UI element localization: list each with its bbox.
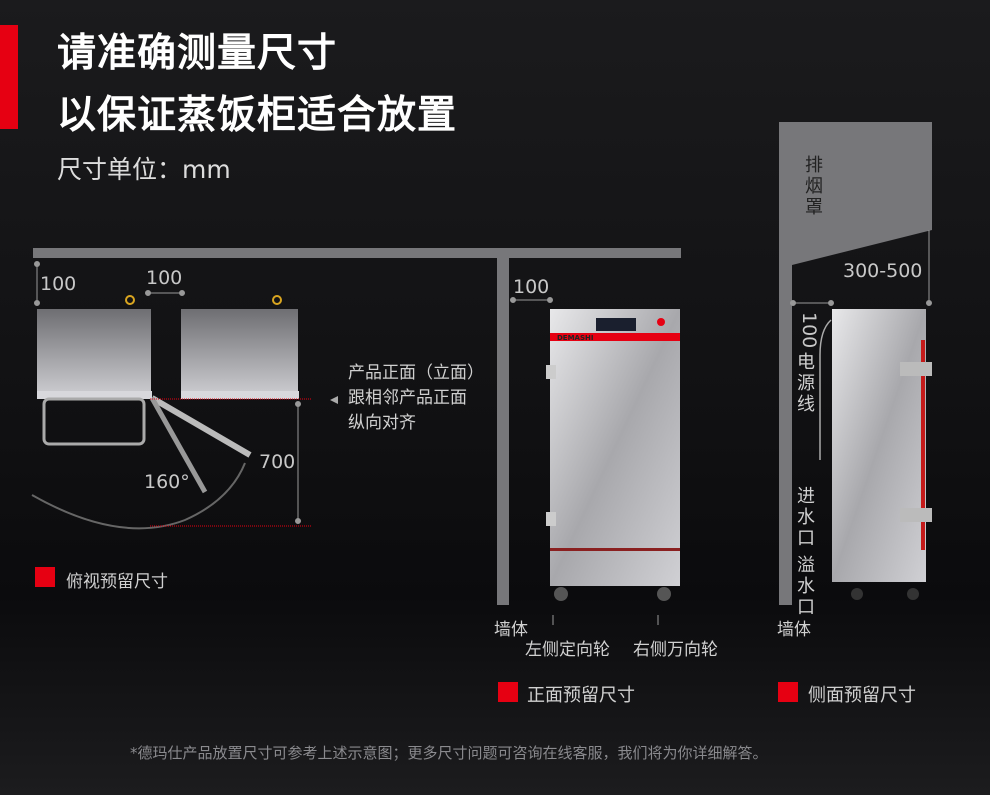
left-wheel-label: 左侧定向轮 <box>525 640 610 660</box>
wall-label-side: 墙体 <box>777 620 811 640</box>
legend-front-view: 正面预留尺寸 <box>527 685 635 706</box>
legend-marker <box>498 682 518 702</box>
dim-depth: 700 <box>259 451 296 473</box>
hood-label: 排烟罩 <box>805 155 823 218</box>
brand-logo: DEMASHI <box>557 334 594 342</box>
water-inlet-label: 进水口 <box>797 486 815 549</box>
arrow-icon <box>330 396 338 404</box>
note-line-2: 跟相邻产品正面 <box>348 388 467 408</box>
accent-bar <box>0 25 18 129</box>
dim-hood: 300-500 <box>843 260 923 282</box>
top-view-cabinet-right <box>181 295 299 399</box>
dim-wall-top: 100 <box>40 273 77 295</box>
dim-wall-side: 100 <box>798 312 820 349</box>
top-view-cabinet-left <box>37 295 152 446</box>
wall-label-front: 墙体 <box>494 620 528 640</box>
side-view-cabinet <box>819 309 932 600</box>
legend-marker <box>35 567 55 587</box>
hood <box>792 122 932 265</box>
dim-gap: 100 <box>146 267 183 289</box>
door-angle: 160° <box>144 471 190 493</box>
top-wall <box>33 248 681 258</box>
front-view-cabinet <box>546 309 680 601</box>
power-cord-label: 电源线 <box>797 352 815 415</box>
note-line-1: 产品正面（立面） <box>348 363 484 383</box>
unit-label: 尺寸单位：mm <box>57 155 231 184</box>
overflow-label: 溢水口 <box>797 555 815 618</box>
door-swing-arc <box>31 462 246 530</box>
legend-marker <box>778 682 798 702</box>
door-open-2 <box>149 396 208 494</box>
right-wheel-label: 右侧万向轮 <box>633 640 718 660</box>
side-wall <box>779 122 792 605</box>
legend-top-view: 俯视预留尺寸 <box>66 572 168 592</box>
title-line-2: 以保证蒸饭柜适合放置 <box>57 93 458 138</box>
title-line-1: 请准确测量尺寸 <box>57 31 338 76</box>
front-wall <box>497 258 509 605</box>
door-open-1 <box>150 395 252 458</box>
legend-side-view: 侧面预留尺寸 <box>808 685 916 706</box>
footer-note: *德玛仕产品放置尺寸可参考上述示意图；更多尺寸问题可咨询在线客服，我们将为你详细… <box>130 744 768 762</box>
note-line-3: 纵向对齐 <box>348 413 416 433</box>
dim-wall-front: 100 <box>513 276 550 298</box>
